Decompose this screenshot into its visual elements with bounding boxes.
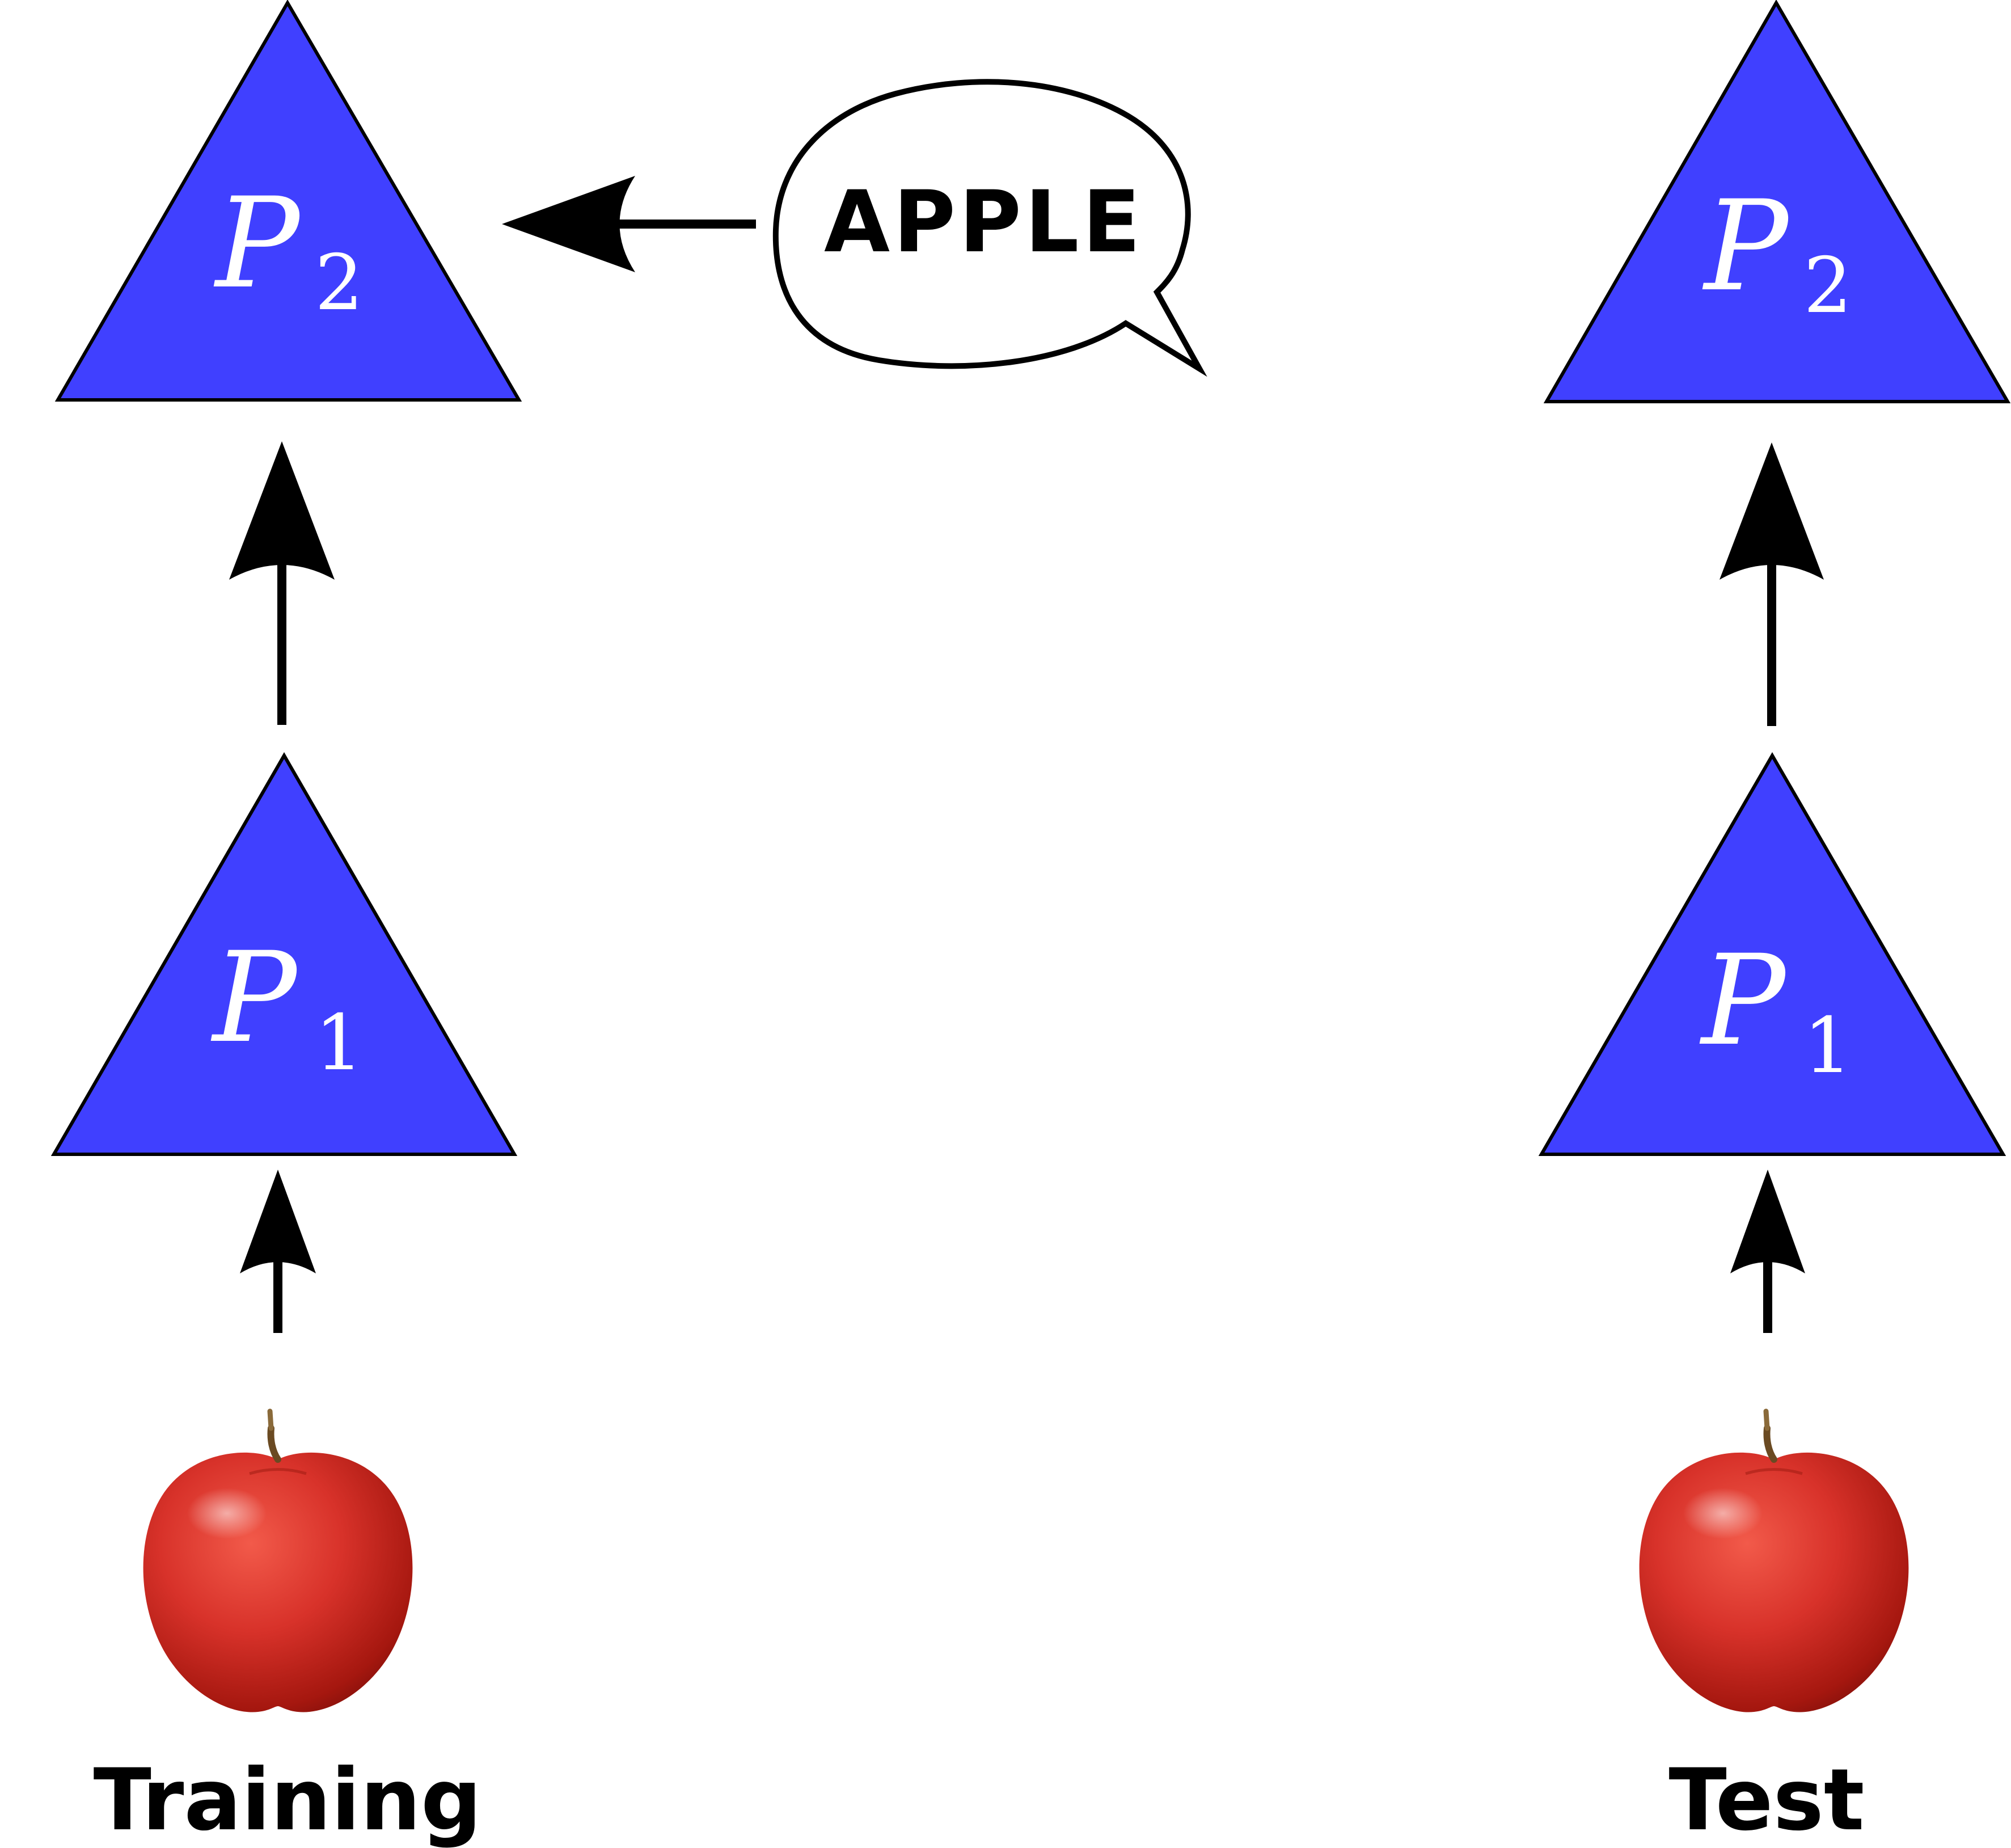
arrow-word-to-training-p2 bbox=[502, 176, 756, 272]
test-arrow-p1-to-p2 bbox=[1720, 442, 1824, 726]
test-p1-triangle: P 1 bbox=[1538, 752, 2006, 1156]
test-caption: Test bbox=[1668, 1751, 1864, 1848]
test-p1-symbol: P bbox=[1699, 928, 1788, 1073]
test-apple-image bbox=[1640, 1411, 1909, 1712]
speech-bubble-text: APPLE bbox=[824, 173, 1144, 272]
training-caption: Training bbox=[94, 1751, 482, 1848]
test-p2-triangle: P 2 bbox=[1543, 0, 2011, 403]
test-p1-subscript: 1 bbox=[1803, 1001, 1852, 1090]
test-column: P 2 P 1 Test bbox=[1538, 0, 2011, 1848]
training-arrow-p1-to-p2 bbox=[229, 441, 335, 725]
training-p1-symbol: P bbox=[210, 925, 299, 1070]
test-p2-symbol: P bbox=[1702, 174, 1790, 319]
test-arrow-apple-to-p1 bbox=[1730, 1170, 1805, 1333]
training-p2-symbol: P bbox=[213, 171, 302, 316]
training-apple-image bbox=[143, 1411, 413, 1712]
training-arrow-apple-to-p1 bbox=[240, 1170, 316, 1333]
training-column: P 2 P 1 Training bbox=[50, 0, 522, 1848]
training-p1-subscript: 1 bbox=[315, 998, 364, 1087]
speech-bubble: APPLE bbox=[772, 79, 1207, 377]
training-p2-triangle: P 2 bbox=[54, 0, 522, 402]
test-p2-subscript: 2 bbox=[1803, 241, 1852, 330]
training-p1-triangle: P 1 bbox=[50, 752, 518, 1156]
training-p2-subscript: 2 bbox=[315, 238, 364, 327]
